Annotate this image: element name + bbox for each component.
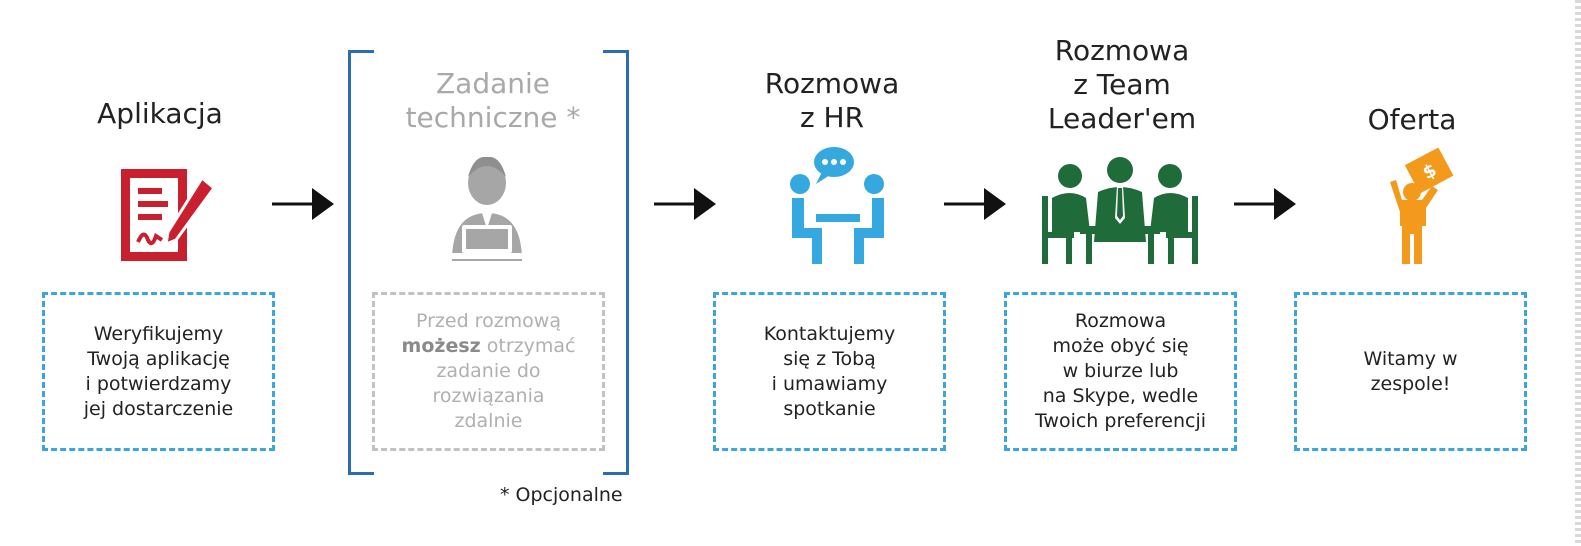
hr-conversation-icon (790, 147, 884, 264)
step-description-box: Weryfikujemy Twoją aplikację i potwierdz… (42, 292, 275, 451)
arrow-right-icon (944, 188, 1006, 220)
arrow-right-icon (654, 188, 716, 220)
step-description-box: Kontaktujemy się z Tobą i umawiamy spotk… (713, 292, 946, 451)
step-title-application: Aplikacja (97, 97, 223, 130)
step-description-text: Rozmowa może obyć się w biurze lub na Sk… (1034, 310, 1207, 432)
step-description-box: Witamy w zespole! (1294, 292, 1527, 451)
step-title-team-leader-interview: Rozmowa z Team Leader'em (1047, 34, 1197, 135)
step-description-text: Witamy w zespole! (1363, 347, 1458, 395)
step-description-text: Kontaktujemy się z Tobą i umawiamy spotk… (763, 322, 896, 420)
description-part: Przed rozmową (415, 310, 561, 332)
optional-bracket-left (348, 50, 374, 475)
arrow-right-icon (1234, 188, 1296, 220)
step-description-box: Przed rozmową możesz otrzymać zadanie do… (372, 292, 605, 451)
arrow-right-icon (272, 188, 334, 220)
step-title-offer: Oferta (1367, 103, 1457, 136)
optional-footnote: * Opcjonalne (500, 484, 623, 506)
team-meeting-icon (1042, 157, 1198, 264)
step-description-box: Rozmowa może obyć się w biurze lub na Sk… (1004, 292, 1237, 451)
page-edge-divider (1575, 0, 1581, 546)
step-title-technical-task: Zadanie techniczne * (405, 67, 581, 134)
offer-celebration-icon: $ (1390, 148, 1454, 264)
step-description-text: Weryfikujemy Twoją aplikację i potwierdz… (83, 322, 234, 420)
description-part: otrzymać zadanie do rozwiązania zdalnie (432, 335, 576, 432)
step-title-hr-interview: Rozmowa z HR (764, 67, 900, 134)
application-form-icon (121, 169, 217, 261)
step-description-text: Przed rozmową możesz otrzymać zadanie do… (402, 309, 576, 434)
optional-bracket-right (603, 50, 629, 475)
description-emphasis: możesz (401, 335, 481, 357)
developer-laptop-icon (450, 157, 524, 261)
